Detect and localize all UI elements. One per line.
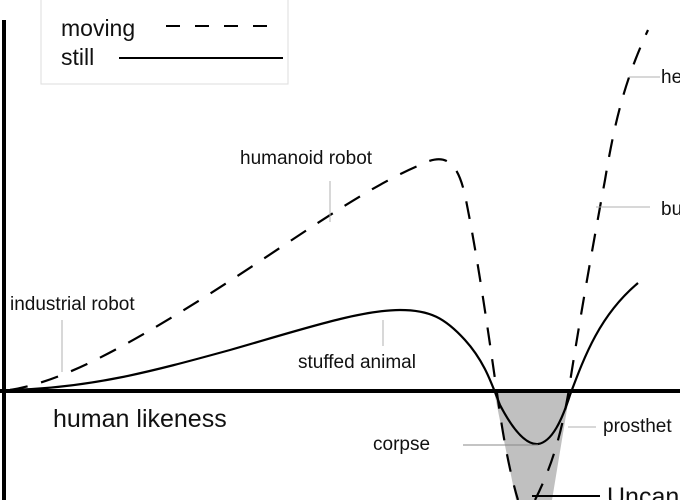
label-corpse: corpse	[373, 434, 430, 455]
label-uncanny-valley: Uncan	[607, 483, 679, 500]
legend-box	[40, 0, 289, 85]
still-curve	[9, 282, 639, 446]
label-bunraku-puppet: bu	[661, 199, 680, 220]
label-humanoid-robot: humanoid robot	[240, 148, 373, 169]
label-industrial-robot: industrial robot	[10, 294, 135, 315]
label-healthy-person: he	[661, 67, 680, 88]
legend-still-label: still	[61, 44, 94, 70]
legend-moving-label: moving	[61, 15, 135, 41]
moving-curve	[9, 29, 649, 500]
label-stuffed-animal: stuffed animal	[298, 352, 416, 373]
label-human-likeness: human likeness	[53, 405, 227, 433]
label-prosthetic-hand: prosthet	[603, 416, 672, 437]
